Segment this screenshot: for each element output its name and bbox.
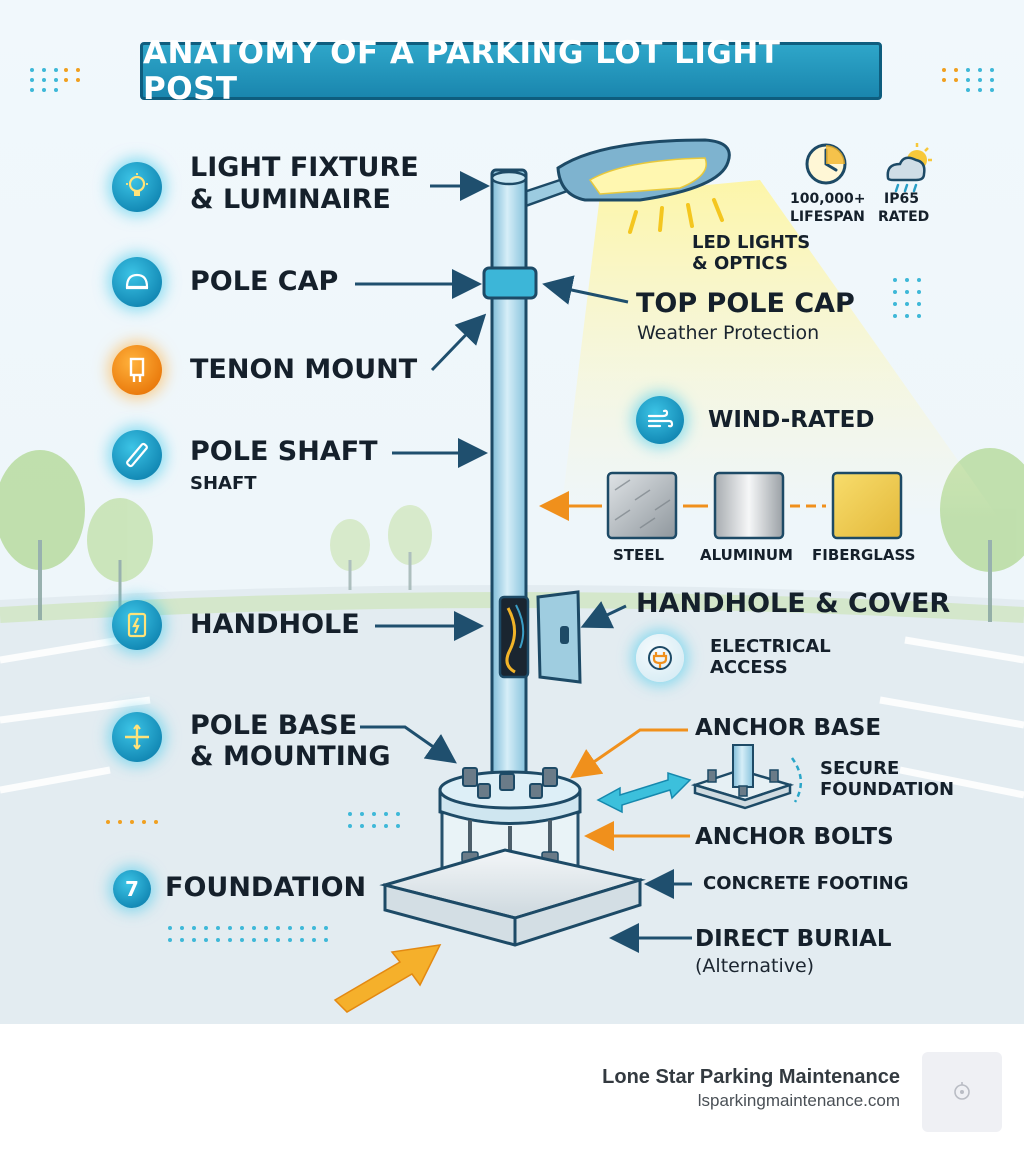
foundation-arrow <box>333 944 442 1013</box>
plug-icon <box>636 634 684 682</box>
label-weather-protection: Weather Protection <box>637 322 820 344</box>
double-arrow <box>596 771 692 814</box>
brand-block: Lone Star Parking Maintenance lsparkingm… <box>602 1066 900 1111</box>
background-trees <box>0 448 1024 622</box>
label-pole-cap: POLE CAP <box>190 266 339 297</box>
company-url[interactable]: lsparkingmaintenance.com <box>697 1091 900 1110</box>
label-ip65-line1: IP65 <box>884 191 919 207</box>
label-electrical-line1: ELECTRICAL <box>710 636 831 657</box>
label-lifespan-line2: LIFESPAN <box>790 209 865 225</box>
lightbulb-icon <box>112 162 162 212</box>
logo-mark-icon <box>954 1082 970 1100</box>
label-ip65-line2: RATED <box>878 209 930 225</box>
diagram-artwork <box>0 68 1024 1024</box>
tenon-icon <box>112 345 162 395</box>
weather-icon <box>886 143 932 193</box>
label-steel: STEEL <box>613 546 665 564</box>
label-electrical-line2: ACCESS <box>710 657 788 678</box>
electric-panel-icon <box>112 600 162 650</box>
pole-shaft <box>490 168 528 792</box>
diagram-canvas: ANATOMY OF A PARKING LOT LIGHT POST 7 LI… <box>0 0 1024 1024</box>
label-led-line1: LED LIGHTS <box>692 232 811 253</box>
label-aluminum: ALUMINUM <box>700 546 793 564</box>
wind-icon <box>636 396 684 444</box>
label-handhole-cover: HANDHOLE & COVER <box>636 588 951 619</box>
shaft-icon <box>112 430 162 480</box>
label-secure-line1: SECURE <box>820 758 900 779</box>
led-array <box>588 157 707 195</box>
dot-decorations <box>30 68 994 942</box>
label-anchor-bolts: ANCHOR BOLTS <box>695 824 894 850</box>
base-bolts <box>462 767 558 799</box>
label-fiberglass: FIBERGLASS <box>812 546 916 564</box>
label-led-line2: & OPTICS <box>692 253 788 274</box>
label-arrows-orange <box>539 491 690 851</box>
label-pole-base-line1: POLE BASE <box>190 710 358 741</box>
label-foundation: FOUNDATION <box>165 872 367 903</box>
label-alternative: (Alternative) <box>695 955 815 977</box>
label-light-fixture-line2: & LUMINAIRE <box>190 184 391 215</box>
light-rays <box>628 198 724 234</box>
label-pole-shaft: POLE SHAFT <box>190 436 378 467</box>
handhole-cover <box>536 590 582 684</box>
label-top-pole-cap: TOP POLE CAP <box>636 288 855 319</box>
label-arrows-left <box>355 171 692 953</box>
secure-foundation-diagram <box>690 744 802 810</box>
title-banner: ANATOMY OF A PARKING LOT LIGHT POST <box>140 35 882 107</box>
company-logo <box>922 1052 1002 1132</box>
label-secure-line2: FOUNDATION <box>820 779 955 800</box>
label-shaft-sub: SHAFT <box>190 473 257 494</box>
label-light-fixture-line1: LIGHT FIXTURE <box>190 152 419 183</box>
light-beam <box>560 180 1000 520</box>
foundation-number-badge: 7 <box>113 870 151 908</box>
label-wind-rated: WIND-RATED <box>708 407 875 433</box>
pole-cap <box>482 266 538 300</box>
label-tenon-mount: TENON MOUNT <box>190 354 418 385</box>
dome-icon <box>112 257 162 307</box>
label-handhole: HANDHOLE <box>190 609 360 640</box>
footer: Lone Star Parking Maintenance lsparkingm… <box>0 1024 1024 1154</box>
crosshair-icon <box>112 712 162 762</box>
label-pole-base-line2: & MOUNTING <box>190 741 391 772</box>
company-name: Lone Star Parking Maintenance <box>602 1066 900 1088</box>
clock-icon <box>805 143 847 185</box>
label-anchor-base: ANCHOR BASE <box>695 715 882 741</box>
label-concrete-footing: CONCRETE FOOTING <box>703 873 909 894</box>
page-title: ANATOMY OF A PARKING LOT LIGHT POST <box>143 35 781 107</box>
material-samples <box>606 471 903 540</box>
label-direct-burial: DIRECT BURIAL <box>695 926 892 952</box>
label-lifespan-line1: 100,000+ <box>790 191 866 207</box>
